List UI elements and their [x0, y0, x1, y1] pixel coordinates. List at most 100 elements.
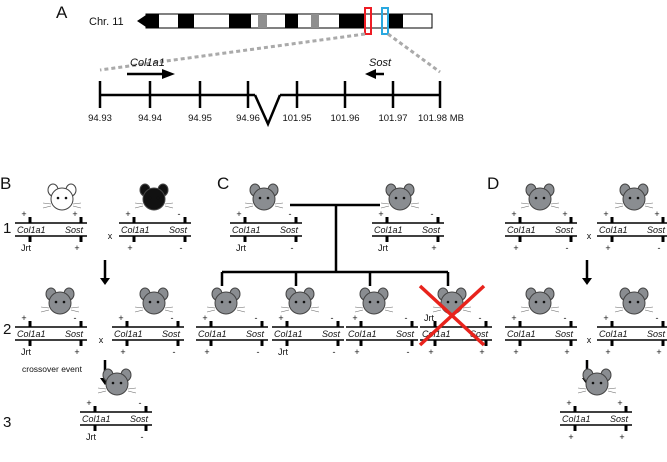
- gene-label-sost: Sost: [369, 57, 392, 69]
- locus-marker: [661, 236, 665, 242]
- locus-marker: [285, 321, 289, 327]
- locus-marker: [176, 321, 180, 327]
- locus-label-col1a1: Col1a1: [274, 329, 303, 339]
- locus-label-col1a1: Col1a1: [17, 329, 46, 339]
- allele-label: +: [617, 398, 622, 408]
- cross-symbol: x: [587, 231, 592, 241]
- genomic-map: [98, 81, 442, 128]
- allele-label: -: [141, 432, 144, 442]
- chromosome-label: Chr. 11: [89, 16, 124, 28]
- locus-marker: [573, 406, 577, 412]
- mouse-eye-icon: [394, 196, 398, 200]
- mouse-eye-icon: [368, 300, 372, 304]
- gene-arrow-sost: [365, 69, 384, 79]
- locus-marker: [624, 425, 628, 431]
- locus-marker: [436, 217, 440, 223]
- map-tick-label: 94.95: [188, 113, 212, 124]
- allele-label: +: [513, 243, 518, 253]
- row-label-1: 1: [3, 220, 11, 237]
- map-tick-label: 101.95: [282, 113, 311, 124]
- locus-marker: [260, 321, 264, 327]
- allele-label: -: [291, 243, 294, 253]
- locus-marker: [518, 321, 522, 327]
- locus-marker: [569, 236, 573, 242]
- mouse-whiskers-icon: [614, 306, 654, 313]
- locus-marker: [79, 321, 83, 327]
- locus-marker: [484, 340, 488, 346]
- allele-label: +: [511, 313, 516, 323]
- mouse-eye-icon: [454, 300, 458, 304]
- mouse-eye-icon: [599, 381, 603, 385]
- mouse-head-icon: [48, 291, 72, 315]
- locus-marker: [93, 406, 97, 412]
- mouse-eye-icon: [156, 196, 160, 200]
- locus-label-col1a1: Col1a1: [198, 329, 227, 339]
- cross-symbol: x: [587, 335, 592, 345]
- locus-marker: [610, 236, 614, 242]
- allele-label: +: [431, 243, 436, 253]
- panel-label-a: A: [56, 3, 68, 22]
- locus-marker: [624, 406, 628, 412]
- allele-label: +: [511, 209, 516, 219]
- locus-marker: [209, 340, 213, 346]
- locus-marker: [385, 217, 389, 223]
- map-tick-label: 101.97: [378, 113, 407, 124]
- locus-marker: [125, 340, 129, 346]
- allele-label: -: [289, 209, 292, 219]
- mouse-head-icon: [622, 187, 646, 211]
- locus-marker: [436, 236, 440, 242]
- gene-label-col1a1: Col1a1: [130, 57, 165, 69]
- allele-label: +: [125, 209, 130, 219]
- mouse-eye-icon: [446, 300, 450, 304]
- locus-marker: [183, 236, 187, 242]
- cross-symbol: x: [108, 231, 113, 241]
- locus-label-col1a1: Col1a1: [507, 225, 536, 235]
- locus-marker: [569, 217, 573, 223]
- locus-marker: [285, 340, 289, 346]
- allele-label: +: [74, 347, 79, 357]
- locus-marker: [661, 321, 665, 327]
- mouse-eye-icon: [266, 196, 270, 200]
- allele-label: +: [605, 347, 610, 357]
- row-label-2: 2: [3, 321, 11, 338]
- locus-marker: [359, 340, 363, 346]
- locus-marker: [79, 340, 83, 346]
- generation-arrow-head: [582, 278, 592, 285]
- allele-label: +: [74, 243, 79, 253]
- mouse-whiskers-icon: [520, 202, 560, 209]
- mouse-head-icon: [252, 187, 276, 211]
- map-tick-label: 94.94: [138, 113, 162, 124]
- mouse-whiskers-icon: [42, 202, 82, 209]
- mouse-head-icon: [528, 187, 552, 211]
- mouse-eye-icon: [636, 300, 640, 304]
- mouse-head-icon: [585, 372, 609, 396]
- generation-arrow-head: [100, 278, 110, 285]
- mouse-eye-icon: [534, 300, 538, 304]
- locus-label-sost: Sost: [555, 225, 574, 235]
- mouse-whiskers-icon: [134, 202, 174, 209]
- allele-label: +: [619, 432, 624, 442]
- allele-label: -: [658, 243, 661, 253]
- crossover-label: crossover event: [22, 364, 83, 374]
- locus-marker: [569, 340, 573, 346]
- mouse-eye-icon: [111, 381, 115, 385]
- gene-arrow-col1a1: [127, 69, 175, 79]
- allele-label: -: [173, 347, 176, 357]
- allele-label: +: [354, 347, 359, 357]
- locus-label-col1a1: Col1a1: [114, 329, 143, 339]
- region-highlight-blue: [381, 7, 389, 35]
- locus-label-sost: Sost: [246, 329, 265, 339]
- locus-marker: [294, 236, 298, 242]
- mouse-eye-icon: [220, 300, 224, 304]
- locus-label-sost: Sost: [130, 414, 149, 424]
- locus-label-col1a1: Col1a1: [121, 225, 150, 235]
- zoom-line-left: [99, 32, 366, 72]
- mouse-eye-icon: [119, 381, 123, 385]
- mouse-eye-icon: [64, 196, 68, 200]
- allele-label: -: [333, 347, 336, 357]
- mouse-eye-icon: [542, 196, 546, 200]
- allele-label: -: [405, 313, 408, 323]
- allele-label: -: [171, 313, 174, 323]
- locus-label-sost: Sost: [555, 329, 574, 339]
- allele-label: Jrt: [86, 432, 96, 442]
